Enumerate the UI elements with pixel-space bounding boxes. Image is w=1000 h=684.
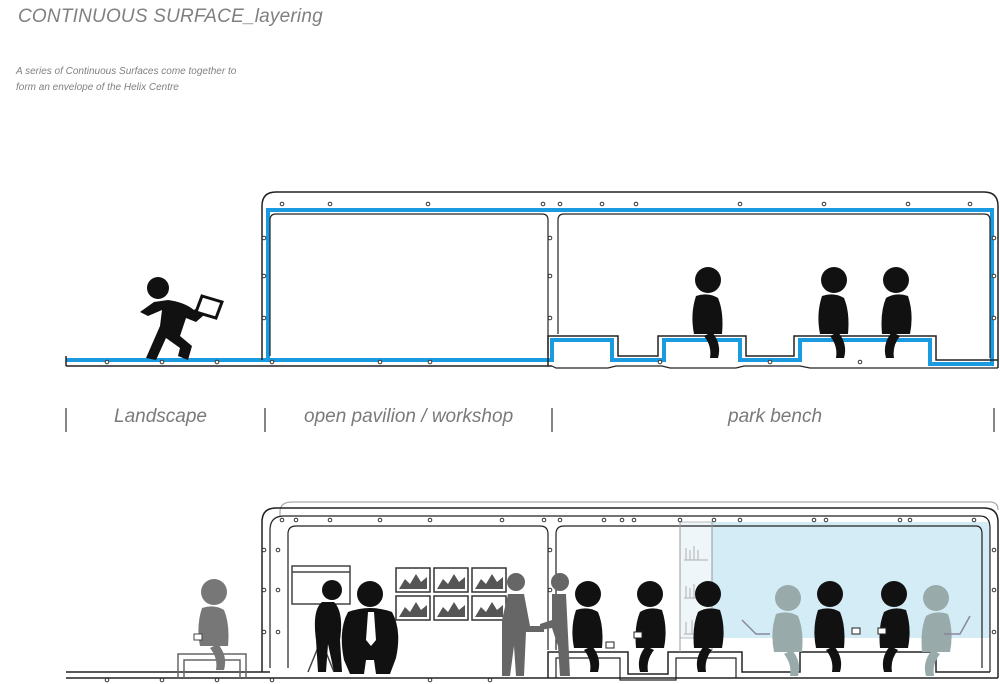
bottom-section <box>66 501 999 683</box>
bench-room-outline <box>557 213 991 358</box>
rivets-top <box>104 201 997 365</box>
pavilion-envelope-bottom <box>261 507 999 678</box>
coffee-cup-icon <box>193 633 203 641</box>
rivets-bottom <box>104 517 997 683</box>
diagram-description: A series of Continuous Surfaces come tog… <box>16 64 236 96</box>
gallery-frame-icon <box>395 595 431 621</box>
bench-steps-outline <box>547 335 998 366</box>
back-layer-outline <box>279 501 999 516</box>
ground-line-top <box>65 356 552 367</box>
bench-steps-outline-bottom <box>547 651 990 678</box>
seated-person-icon <box>692 267 723 358</box>
seated-person-icon <box>772 585 803 676</box>
seated-person-icon <box>881 267 912 358</box>
coffee-cup-icon <box>877 627 887 635</box>
description-line-1: A series of Continuous Surfaces come tog… <box>16 66 237 77</box>
description-line-2: form an envelope of the Helix Centre <box>16 82 179 93</box>
gallery-frame-icon <box>471 567 507 593</box>
workshop-room-outline <box>269 213 549 356</box>
outdoor-bench <box>177 653 247 678</box>
bench-room-outline-bottom <box>555 525 983 668</box>
zone-label-pavilion: open pavilion / workshop <box>304 406 514 427</box>
coffee-cup-icon <box>605 641 615 649</box>
gallery-frame-icon <box>395 567 431 593</box>
coffee-cup-icon <box>633 631 643 639</box>
zone-label-landscape: Landscape <box>114 406 207 427</box>
bench-steps-base <box>551 365 998 369</box>
seated-person-icon <box>879 581 910 672</box>
coffee-cup-icon <box>851 627 861 635</box>
seated-person-icon <box>814 581 845 672</box>
zone-dividers <box>65 408 995 432</box>
gallery-frame-icon <box>471 595 507 621</box>
zone-label-park-bench: park bench <box>728 406 823 427</box>
workshop-room-outline-bottom <box>287 525 549 668</box>
diagram-title: CONTINUOUS SURFACE_layering <box>18 6 323 27</box>
audience-person-icon <box>341 581 399 674</box>
laptop-icon <box>741 615 971 635</box>
top-section <box>65 191 999 432</box>
gallery-frame-icon <box>433 595 469 621</box>
running-person-icon <box>140 277 224 360</box>
presenter-icon <box>314 580 342 672</box>
standing-person-icon <box>502 573 570 676</box>
seated-person-icon <box>198 579 229 670</box>
seated-person-icon <box>635 581 666 672</box>
gallery-frame-icon <box>433 567 469 593</box>
pavilion-envelope-top <box>261 191 999 368</box>
seated-person-icon <box>818 267 849 358</box>
continuous-surface-blue <box>266 208 994 366</box>
